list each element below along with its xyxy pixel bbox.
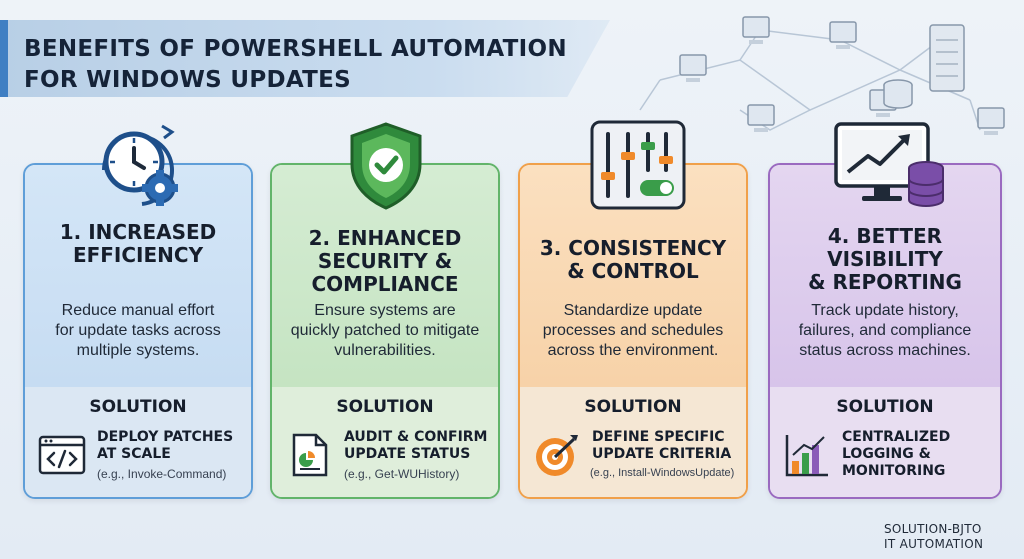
card-description-line: Ensure systems are — [314, 302, 456, 319]
solution-example: (e.g., Install-WindowsUpdate) — [590, 467, 735, 479]
solution-title-line: AUDIT & CONFIRM — [344, 429, 488, 445]
card-heading-line: 1. INCREASED — [59, 220, 217, 244]
solution-label: SOLUTION — [336, 397, 434, 417]
footer-line-1: SOLUTION-BJTO — [884, 522, 982, 536]
solution-title-line: DEPLOY PATCHES — [97, 429, 234, 445]
solution-title: CENTRALIZED LOGGING & MONITORING — [842, 429, 994, 480]
solution-title-line: CENTRALIZED — [842, 429, 951, 445]
card-heading-line: SECURITY & — [317, 249, 453, 273]
solution-label: SOLUTION — [836, 397, 934, 417]
solution-label: SOLUTION — [89, 397, 187, 417]
page-title: BENEFITS OF POWERSHELL AUTOMATION FOR WI… — [24, 34, 567, 96]
card-description-line: across the environment. — [547, 342, 719, 359]
solution-title-line: DEFINE SPECIFIC — [592, 429, 725, 445]
card-heading-line: 4. BETTER — [827, 224, 943, 248]
card-heading-line: COMPLIANCE — [311, 272, 459, 296]
card-description-line: processes and schedules — [542, 322, 724, 339]
target-icon — [536, 435, 578, 476]
footer-line-2: IT AUTOMATION — [884, 537, 984, 551]
solution-title-line: LOGGING & — [842, 446, 931, 462]
benefit-card-efficiency: 1. INCREASED EFFICIENCY Reduce manual ef… — [23, 163, 253, 499]
sliders-icon — [590, 120, 686, 210]
card-description: Ensure systems are quickly patched to mi… — [284, 301, 486, 361]
card-description-line: failures, and compliance — [798, 322, 972, 339]
card-description-line: for update tasks across — [55, 322, 221, 339]
card-description-line: status across machines. — [799, 342, 971, 359]
solution-title-line: AT SCALE — [97, 446, 171, 462]
card-description-line: multiple systems. — [76, 342, 200, 359]
card-solution-section: SOLUTION AUDIT & CONFIRM UPDATE STATUS (… — [272, 387, 498, 497]
card-top-section: 3. CONSISTENCY & CONTROL Standardize upd… — [520, 165, 746, 387]
card-heading: 4. BETTER VISIBILITY & REPORTING — [770, 225, 1000, 294]
card-heading-line: VISIBILITY — [827, 247, 943, 271]
page-title-line-2: FOR WINDOWS UPDATES — [24, 67, 352, 93]
card-heading: 1. INCREASED EFFICIENCY — [25, 221, 251, 267]
card-heading-line: 3. CONSISTENCY — [539, 236, 727, 260]
footer-brand: SOLUTION-BJTO IT AUTOMATION — [884, 522, 983, 552]
card-heading-line: & REPORTING — [808, 270, 962, 294]
card-description-line: quickly patched to mitigate — [290, 322, 480, 339]
monitor-chart-database-icon — [834, 122, 944, 207]
shield-check-icon — [350, 122, 422, 210]
bar-chart-icon — [785, 435, 828, 477]
card-top-section: 4. BETTER VISIBILITY & REPORTING Track u… — [770, 165, 1000, 387]
solution-label: SOLUTION — [584, 397, 682, 417]
card-top-section: 1. INCREASED EFFICIENCY Reduce manual ef… — [25, 165, 251, 387]
solution-title-line: UPDATE STATUS — [344, 446, 471, 462]
card-description-line: vulnerabilities. — [334, 342, 436, 359]
network-illustration-icon — [639, 16, 1005, 135]
title-banner — [0, 20, 610, 97]
card-solution-section: SOLUTION DEFINE SPECIFIC UPDATE CRITERIA… — [520, 387, 746, 497]
card-description: Track update history, failures, and comp… — [782, 301, 988, 361]
solution-title: AUDIT & CONFIRM UPDATE STATUS — [344, 429, 492, 463]
card-heading-line: 2. ENHANCED — [308, 226, 462, 250]
card-description-line: Standardize update — [563, 302, 703, 319]
solution-example: (e.g., Invoke-Command) — [97, 467, 227, 481]
card-description: Reduce manual effort for update tasks ac… — [37, 301, 239, 361]
card-description: Standardize update processes and schedul… — [532, 301, 734, 361]
benefit-card-security: 2. ENHANCED SECURITY & COMPLIANCE Ensure… — [270, 163, 500, 499]
card-heading-line: EFFICIENCY — [72, 243, 204, 267]
card-solution-section: SOLUTION DEPLOY PATCHES AT SCALE (e.g., … — [25, 387, 251, 497]
card-solution-section: SOLUTION CENTRALIZED LOGGING & MONITORIN… — [770, 387, 1000, 497]
benefit-card-visibility: 4. BETTER VISIBILITY & REPORTING Track u… — [768, 163, 1002, 499]
solution-title-line: UPDATE CRITERIA — [592, 446, 732, 462]
card-description-line: Reduce manual effort — [61, 302, 215, 319]
card-heading-line: & CONTROL — [567, 259, 699, 283]
solution-title-line: MONITORING — [842, 463, 946, 479]
card-heading: 2. ENHANCED SECURITY & COMPLIANCE — [272, 227, 498, 296]
solution-example: (e.g., Get-WUHistory) — [344, 467, 460, 481]
benefit-card-consistency: 3. CONSISTENCY & CONTROL Standardize upd… — [518, 163, 748, 499]
card-description-line: Track update history, — [811, 302, 959, 319]
page-title-line-1: BENEFITS OF POWERSHELL AUTOMATION — [24, 36, 567, 62]
report-document-icon — [292, 433, 328, 477]
code-window-icon — [38, 435, 86, 475]
card-heading: 3. CONSISTENCY & CONTROL — [520, 237, 746, 283]
solution-title: DEFINE SPECIFIC UPDATE CRITERIA — [592, 429, 740, 463]
solution-title: DEPLOY PATCHES AT SCALE — [97, 429, 245, 463]
clock-gear-icon — [102, 124, 178, 206]
